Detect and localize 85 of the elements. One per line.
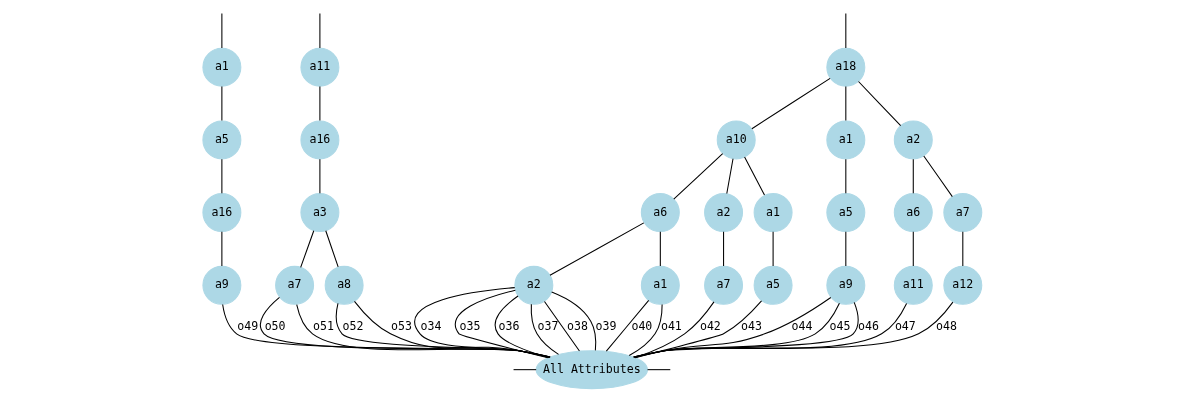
connector — [726, 158, 734, 195]
connector — [845, 158, 847, 194]
edge-label: o37 — [537, 319, 559, 334]
connector — [605, 299, 650, 352]
node-ellipse: All Attributes — [535, 350, 648, 390]
edge-label: o51 — [313, 319, 335, 334]
edge-label: o53 — [391, 319, 413, 334]
node-circle: a6 — [640, 193, 680, 233]
connector — [673, 153, 724, 200]
node-circle: a9 — [826, 265, 866, 305]
connector — [530, 303, 560, 355]
node-circle: a5 — [202, 120, 242, 160]
edge-label: o43 — [741, 319, 762, 334]
connector — [414, 287, 550, 358]
connector — [296, 304, 551, 358]
connector — [632, 302, 908, 358]
connector — [221, 158, 223, 194]
node-circle: a7 — [943, 193, 983, 233]
edge-label: o36 — [498, 319, 520, 334]
edge-label: o38 — [567, 319, 589, 334]
connector — [647, 369, 671, 371]
node-circle: a9 — [202, 265, 242, 305]
node-circle: a6 — [893, 193, 933, 233]
edge-label: o49 — [237, 319, 259, 334]
connector — [543, 300, 580, 352]
edge-label: o52 — [342, 319, 364, 334]
node-circle: a7 — [704, 265, 744, 305]
connector — [628, 303, 663, 357]
node-circle: a7 — [275, 265, 315, 305]
edge-label: o35 — [459, 319, 481, 334]
node-circle: a2 — [893, 120, 933, 160]
connector — [845, 231, 847, 267]
connector — [751, 77, 831, 130]
node-circle: a11 — [300, 47, 340, 87]
node-circle: a5 — [753, 265, 793, 305]
node-circle: a16 — [300, 120, 340, 160]
edge-label: o50 — [264, 319, 286, 334]
connector — [494, 295, 549, 359]
node-circle: a2 — [704, 193, 744, 233]
edge-label: o41 — [660, 319, 682, 334]
connector — [221, 85, 223, 121]
connector — [551, 291, 597, 351]
node-circle: a16 — [202, 193, 242, 233]
connector — [221, 13, 223, 49]
node-circle: a8 — [324, 265, 364, 305]
connector — [513, 369, 537, 371]
edge-label: o44 — [791, 319, 813, 334]
connector — [549, 222, 645, 276]
edge-label: o40 — [631, 319, 653, 334]
node-circle: a18 — [826, 47, 866, 87]
connector — [259, 296, 551, 358]
connector — [962, 231, 964, 267]
connector — [454, 289, 549, 359]
connector — [221, 231, 223, 267]
node-circle: a5 — [826, 193, 866, 233]
edge-label: o46 — [858, 319, 879, 334]
node-circle: a3 — [300, 193, 340, 233]
edge-label: o48 — [936, 319, 957, 334]
edge-label: o34 — [420, 319, 442, 334]
node-circle: a10 — [716, 120, 756, 160]
node-circle: a1 — [826, 120, 866, 160]
connector — [632, 301, 954, 358]
connector — [222, 304, 551, 358]
connector — [845, 85, 847, 121]
node-circle: a12 — [943, 265, 983, 305]
edge-label: o45 — [829, 319, 851, 334]
connector — [744, 156, 766, 196]
connector — [845, 13, 847, 49]
connector — [923, 155, 953, 198]
connector — [912, 158, 914, 194]
edge-label: o39 — [595, 319, 617, 334]
connector — [912, 231, 914, 267]
connector — [659, 231, 661, 267]
node-circle: a11 — [893, 265, 933, 305]
connector — [325, 230, 339, 268]
node-circle: a1 — [640, 265, 680, 305]
node-circle: a1 — [202, 47, 242, 87]
edge-label: o42 — [699, 319, 721, 334]
node-circle: a2 — [514, 265, 554, 305]
edge-label: o47 — [894, 319, 916, 334]
connector — [723, 231, 725, 267]
node-circle: a1 — [753, 193, 793, 233]
connector — [634, 300, 763, 359]
connector — [858, 81, 902, 127]
connector — [300, 230, 315, 268]
